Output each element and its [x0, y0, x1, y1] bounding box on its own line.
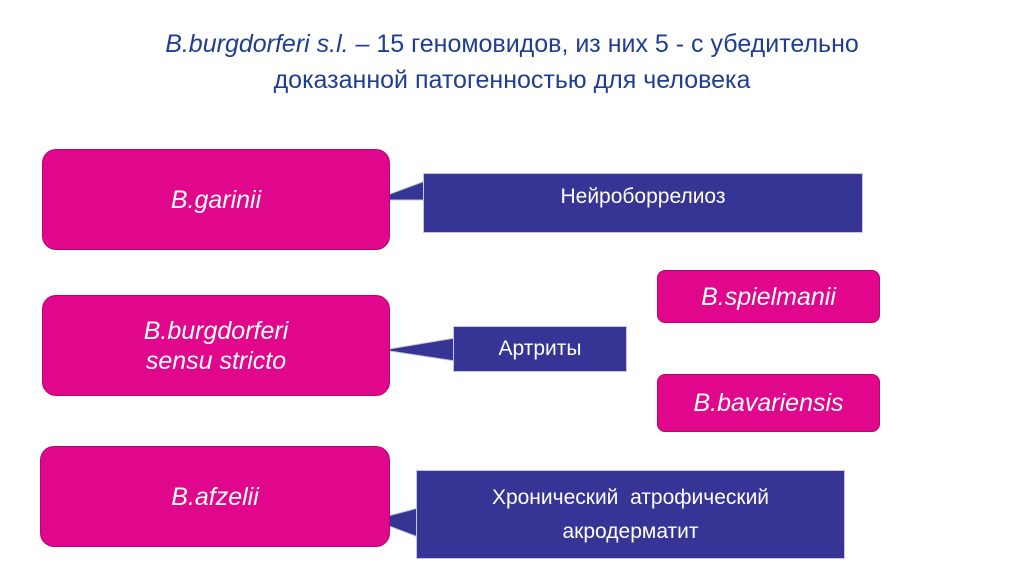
disease-arthritis-label: Артриты [498, 337, 582, 360]
disease-box-arthritis: Артриты [453, 326, 627, 372]
species-bavariensis-label: B.bavariensis [693, 389, 844, 417]
species-box-bavariensis: B.bavariensis [657, 374, 880, 432]
title-rest-line1: – 15 геномовидов, из них 5 - с убедитель… [348, 30, 859, 58]
species-afzelii-label: B.afzelii [171, 482, 259, 511]
species-box-spielmanii: B.spielmanii [657, 270, 880, 323]
slide-title: B.burgdorferi s.l. – 15 геномовидов, из … [60, 26, 964, 98]
species-burgdorferi-line1: B.burgdorferi [143, 316, 289, 345]
disease-box-acrodermatitis: Хронический атрофический акродерматит [416, 470, 845, 559]
species-box-burgdorferi: B.burgdorferi sensu stricto [42, 295, 390, 396]
disease-acro-line1: Хронический атрофический [491, 486, 770, 509]
species-garinii-label: B.garinii [170, 185, 262, 214]
disease-neuro-label: Нейроборрелиоз [560, 185, 726, 208]
species-burgdorferi-line2: sensu stricto [145, 346, 287, 375]
title-italic-part: B.burgdorferi s.l. [165, 30, 349, 58]
species-box-garinii: B.garinii [42, 149, 390, 250]
species-box-afzelii: B.afzelii [40, 446, 390, 547]
species-spielmanii-label: B.spielmanii [701, 282, 836, 311]
disease-acro-line2: акродерматит [562, 520, 699, 543]
title-line2: доказанной патогенностью для человека [273, 66, 751, 94]
pointer-burgdorferi-arthritis [382, 337, 456, 362]
disease-box-neuro: Нейроборрелиоз [423, 173, 863, 233]
